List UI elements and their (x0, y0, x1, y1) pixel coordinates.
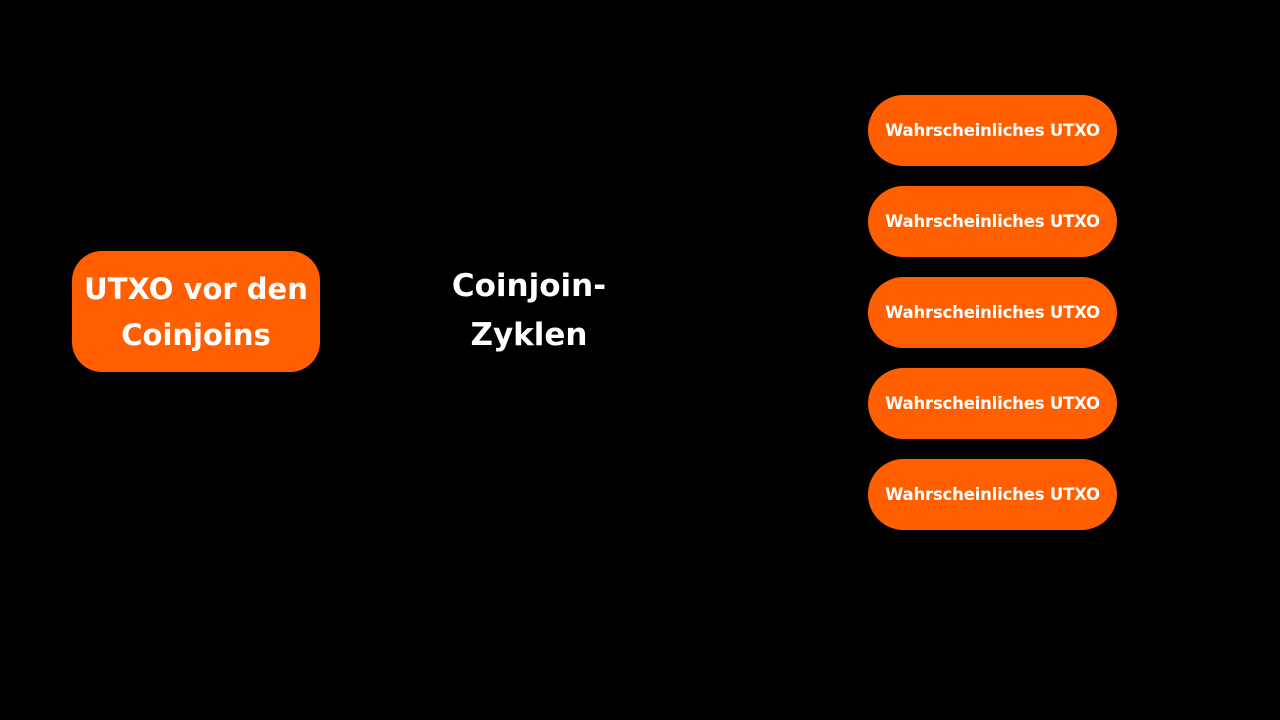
coinjoin-cycles-label: Coinjoin-Zyklen (451, 268, 607, 353)
source-utxo-label: UTXO vor den Coinjoins (84, 271, 308, 352)
output-utxo-node: Wahrscheinliches UTXO (868, 95, 1117, 166)
output-utxo-label: Wahrscheinliches UTXO (885, 485, 1100, 504)
output-utxo-label: Wahrscheinliches UTXO (885, 212, 1100, 231)
output-utxo-label: Wahrscheinliches UTXO (885, 303, 1100, 322)
output-utxo-node: Wahrscheinliches UTXO (868, 277, 1117, 348)
output-utxo-list: Wahrscheinliches UTXO Wahrscheinliches U… (868, 95, 1117, 550)
source-utxo-node: UTXO vor den Coinjoins (72, 251, 320, 372)
output-utxo-label: Wahrscheinliches UTXO (885, 394, 1100, 413)
output-utxo-node: Wahrscheinliches UTXO (868, 186, 1117, 257)
output-utxo-label: Wahrscheinliches UTXO (885, 121, 1100, 140)
output-utxo-node: Wahrscheinliches UTXO (868, 459, 1117, 530)
output-utxo-node: Wahrscheinliches UTXO (868, 368, 1117, 439)
